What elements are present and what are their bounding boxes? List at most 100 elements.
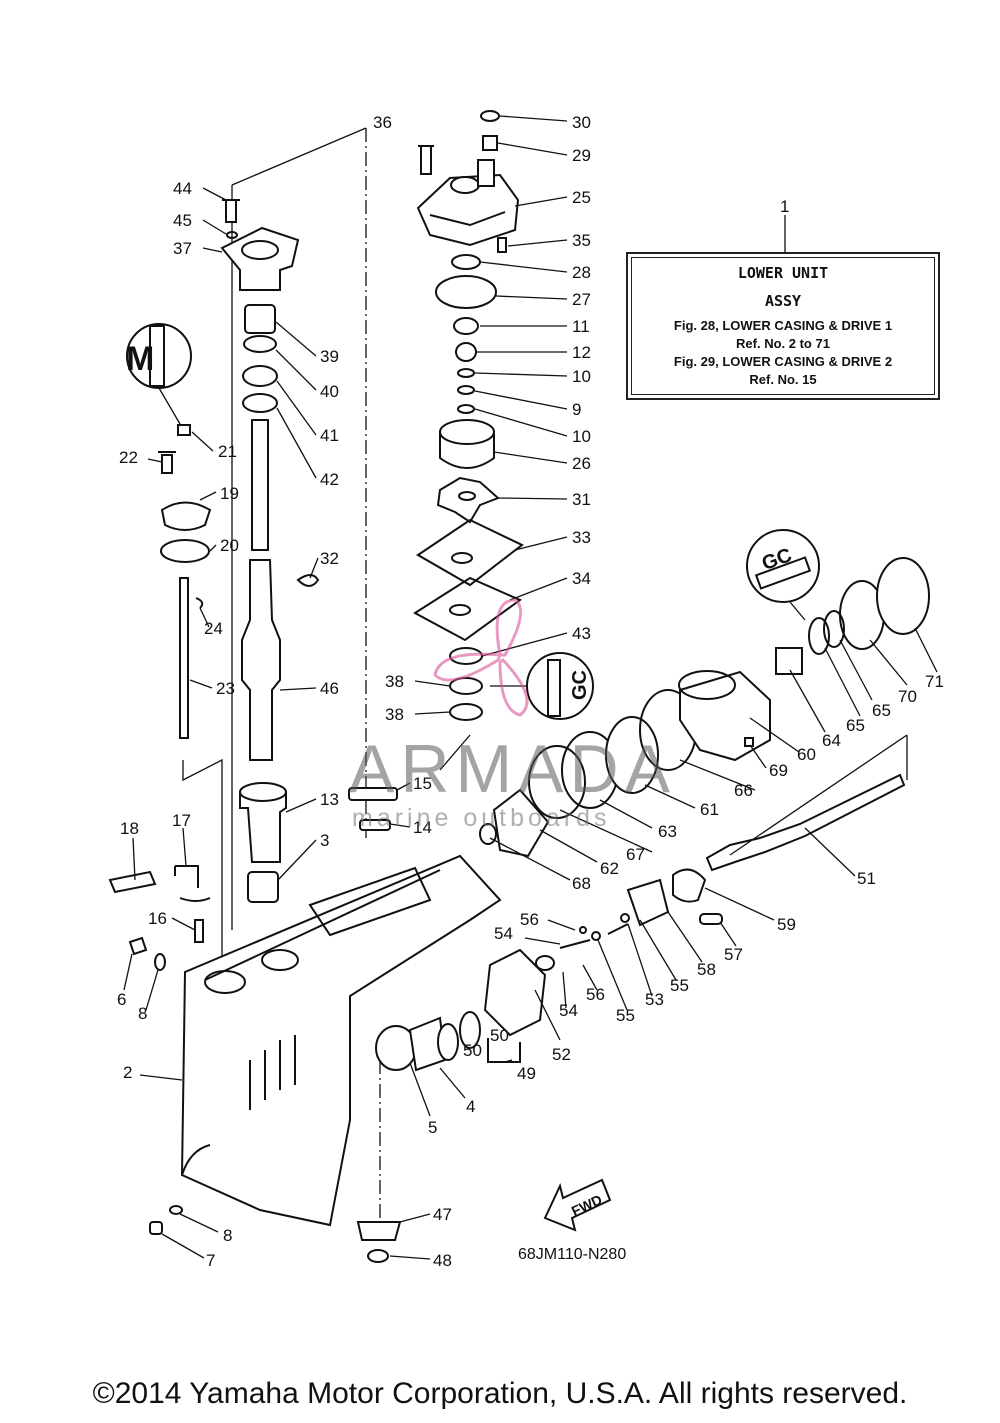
callout-41: 41 xyxy=(320,426,339,445)
callout-35: 35 xyxy=(572,231,591,250)
callout-17: 17 xyxy=(172,811,191,830)
callout-26: 26 xyxy=(572,454,591,473)
callout-21: 21 xyxy=(218,442,237,461)
callout-52: 52 xyxy=(552,1045,571,1064)
callout-40: 40 xyxy=(320,382,339,401)
callout-14: 14 xyxy=(413,818,432,837)
callout-5: 5 xyxy=(428,1118,437,1137)
pump-top-parts xyxy=(418,110,507,253)
callout-10-upper: 10 xyxy=(572,367,591,386)
callout-24: 24 xyxy=(204,619,223,638)
propeller-shaft xyxy=(705,773,906,872)
callout-67: 67 xyxy=(626,845,645,864)
drain-screws xyxy=(149,1205,183,1235)
rear-gear-group xyxy=(479,689,697,858)
lubricant-m-label: M xyxy=(126,340,154,378)
callout-25: 25 xyxy=(572,188,591,207)
info-box-fig28-ref: Ref. No. 2 to 71 xyxy=(736,336,830,351)
callout-65-right: 65 xyxy=(872,701,891,720)
gaskets xyxy=(413,518,524,642)
callout-10-lower: 10 xyxy=(572,427,591,446)
callout-9: 9 xyxy=(572,400,581,419)
callout-20: 20 xyxy=(220,536,239,555)
callout-13: 13 xyxy=(320,790,339,809)
info-box-fig28: Fig. 28, LOWER CASING & DRIVE 1 xyxy=(673,318,893,333)
bearing-and-seals-left xyxy=(242,304,278,413)
callout-61: 61 xyxy=(700,800,719,819)
info-box-title: LOWER UNIT xyxy=(737,264,829,282)
callout-38-lower: 38 xyxy=(385,705,404,724)
callout-71: 71 xyxy=(925,672,944,691)
callout-51: 51 xyxy=(857,869,876,888)
propeller-shaft-housing xyxy=(678,557,930,762)
callout-23: 23 xyxy=(216,679,235,698)
forward-gear-group xyxy=(375,948,555,1072)
callout-1: 1 xyxy=(780,197,789,216)
info-box-inner-border xyxy=(631,257,935,395)
callout-47: 47 xyxy=(433,1205,452,1224)
shift-linkage-parts xyxy=(108,865,211,971)
callout-70: 70 xyxy=(898,687,917,706)
callout-32: 32 xyxy=(320,549,339,568)
callout-34: 34 xyxy=(572,569,591,588)
impeller xyxy=(436,476,500,524)
watermark-propeller-logo xyxy=(433,598,529,717)
callout-39: 39 xyxy=(320,347,339,366)
callout-56-lower: 56 xyxy=(586,985,605,1004)
diagram-code: 68JM110-N280 xyxy=(518,1246,627,1263)
callout-11: 11 xyxy=(572,317,590,336)
alignment-lines xyxy=(182,127,471,1220)
callout-54-lower: 54 xyxy=(559,1001,578,1020)
callout-50-left: 50 xyxy=(463,1041,482,1060)
callout-19: 19 xyxy=(220,484,239,503)
callout-7: 7 xyxy=(206,1251,215,1270)
callout-44: 44 xyxy=(173,179,192,198)
callout-62: 62 xyxy=(600,859,619,878)
callout-49: 49 xyxy=(517,1064,536,1083)
lubricant-gc-label-b: GC xyxy=(569,670,591,700)
callout-31: 31 xyxy=(572,490,591,509)
pump-insert-cartridge xyxy=(439,419,495,469)
callout-48: 48 xyxy=(433,1251,452,1270)
lower-casing xyxy=(180,854,502,1227)
callout-36: 36 xyxy=(373,113,392,132)
callout-2: 2 xyxy=(123,1063,132,1082)
callout-63: 63 xyxy=(658,822,677,841)
callout-33: 33 xyxy=(572,528,591,547)
callout-55-upper: 55 xyxy=(670,976,689,995)
callout-12: 12 xyxy=(572,343,591,362)
callout-6: 6 xyxy=(117,990,126,1009)
info-box-subtitle: ASSY xyxy=(764,292,802,310)
callout-45: 45 xyxy=(173,211,192,230)
shift-rod-parts xyxy=(158,424,212,739)
callout-58: 58 xyxy=(697,960,716,979)
callout-27: 27 xyxy=(572,290,591,309)
callout-57: 57 xyxy=(724,945,743,964)
callout-8-upper: 8 xyxy=(138,1004,147,1023)
callout-16: 16 xyxy=(148,909,167,928)
pinion-gear xyxy=(356,1221,402,1263)
callout-68: 68 xyxy=(572,874,591,893)
callout-60: 60 xyxy=(797,745,816,764)
callout-59: 59 xyxy=(777,915,796,934)
callout-30: 30 xyxy=(572,113,591,132)
forward-direction-arrow xyxy=(543,1178,612,1232)
water-pump-housing xyxy=(416,159,520,247)
pump-seals xyxy=(435,254,497,414)
callout-64: 64 xyxy=(822,731,841,750)
callout-50-right: 50 xyxy=(490,1026,509,1045)
callout-56-upper: 56 xyxy=(520,910,539,929)
callout-18: 18 xyxy=(120,819,139,838)
copyright-notice: ©2014 Yamaha Motor Corporation, U.S.A. A… xyxy=(92,1377,908,1410)
watermark-tagline: marine outboards xyxy=(352,804,611,832)
oil-seals xyxy=(449,647,483,721)
drive-shaft-sleeve xyxy=(239,782,287,903)
callout-29: 29 xyxy=(572,146,591,165)
callout-55-lower: 55 xyxy=(616,1006,635,1025)
watermark-brand: ARMADA xyxy=(349,731,676,807)
callout-66: 66 xyxy=(734,781,753,800)
info-box-fig29: Fig. 29, LOWER CASING & DRIVE 2 xyxy=(673,354,893,369)
callout-4: 4 xyxy=(466,1097,475,1116)
lubricant-callout-gc-a xyxy=(746,529,820,621)
callout-22: 22 xyxy=(119,448,138,467)
